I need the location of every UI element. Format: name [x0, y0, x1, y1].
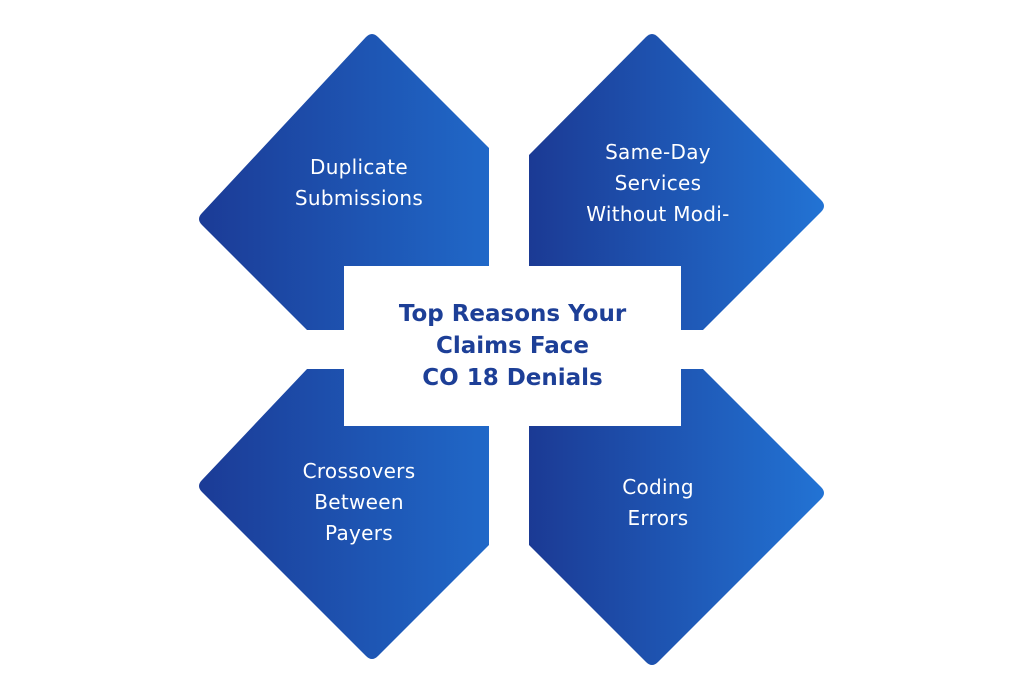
- shape-top-right: [529, 34, 824, 330]
- shape-top-left: [199, 34, 489, 330]
- diagram-title: Top Reasons Your Claims Face CO 18 Denia…: [398, 301, 627, 391]
- item-label-same-day-services: Same-Day Services Without Modi-: [586, 140, 730, 226]
- item-label-crossovers-between-payers: Crossovers Between Payers: [302, 459, 416, 545]
- shape-bottom-right: [529, 369, 824, 665]
- item-label-duplicate-submissions: Duplicate Submissions: [294, 155, 424, 210]
- item-label-coding-errors: Coding Errors: [622, 475, 694, 530]
- shape-bottom-left: [199, 369, 489, 659]
- center-title-box: Top Reasons Your Claims Face CO 18 Denia…: [344, 266, 681, 426]
